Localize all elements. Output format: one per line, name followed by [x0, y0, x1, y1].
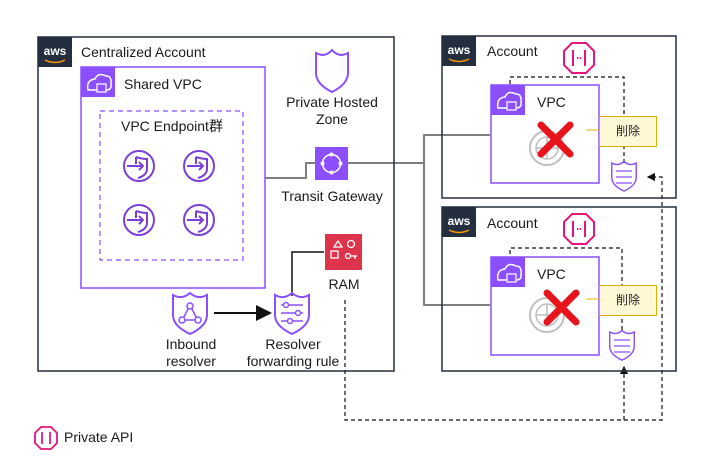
resolver-rule-glyph	[616, 170, 632, 184]
tgw-to-account1-line	[345, 134, 490, 164]
inbound-resolver-label: Inbound resolver	[165, 336, 217, 369]
inbound-resolver-icon	[172, 292, 208, 335]
account1-vpc-label: VPC	[537, 94, 566, 110]
transit-gateway-glyph	[320, 152, 343, 175]
cloud-lock-icon	[86, 73, 112, 93]
shared-vpc-frame	[80, 66, 266, 289]
private-api-legend-icon	[34, 426, 58, 450]
private-api-icon	[563, 42, 595, 74]
aws-smile-icon	[44, 59, 66, 64]
cloud-lock-icon	[496, 91, 522, 111]
delete-x-icon	[537, 121, 574, 158]
endpoint-icon	[123, 204, 155, 236]
centralized-account-title: Centralized Account	[81, 44, 206, 60]
resolver-glyph	[178, 302, 202, 324]
private-hosted-zone-label: Private Hosted Zone	[286, 94, 378, 127]
legend-private-api-label: Private API	[64, 429, 134, 445]
aws-smile-icon	[448, 58, 470, 63]
account2-title: Account	[487, 215, 538, 231]
account1-title: Account	[487, 43, 538, 59]
endpoint-icon	[123, 150, 155, 182]
ram-label: RAM	[328, 276, 360, 292]
forwarding-rule-glyph	[281, 301, 303, 325]
account1-frame	[441, 35, 677, 199]
account2-frame	[441, 206, 677, 372]
private-api-icon	[563, 213, 595, 245]
account1-delete-callout: 削除	[599, 116, 657, 147]
aws-badge-text: aws	[448, 214, 471, 228]
account2-vpc-label: VPC	[537, 266, 566, 282]
transit-gateway-icon	[315, 147, 348, 180]
account2-delete-callout: 削除	[599, 285, 657, 316]
aws-smile-icon	[448, 229, 470, 234]
cloud-lock-icon	[496, 263, 522, 283]
ram-share-to-account2-dashed	[344, 300, 629, 421]
centralized-account-frame	[37, 36, 395, 372]
ram-share-to-account1-dashed	[624, 172, 663, 421]
delete-x-icon	[543, 289, 580, 326]
aws-badge-text: aws	[44, 44, 67, 58]
resolver-rule-glyph	[614, 339, 630, 353]
shared-vpc-to-tgw-line	[265, 162, 320, 179]
endpoints-group-frame	[99, 110, 244, 261]
aws-badge-text: aws	[448, 43, 471, 57]
endpoint-icon	[183, 150, 215, 182]
rule-to-ram-line	[291, 251, 324, 296]
endpoints-label: VPC Endpoint群	[121, 118, 223, 134]
tgw-to-account2-line	[423, 163, 490, 306]
endpoint-icon	[183, 204, 215, 236]
ram-glyph	[330, 239, 357, 260]
forwarding-rule-label: Resolver forwarding rule	[246, 336, 340, 369]
transit-gateway-label: Transit Gateway	[281, 188, 383, 204]
private-hosted-zone-icon	[315, 48, 349, 94]
shared-vpc-label: Shared VPC	[124, 76, 202, 92]
